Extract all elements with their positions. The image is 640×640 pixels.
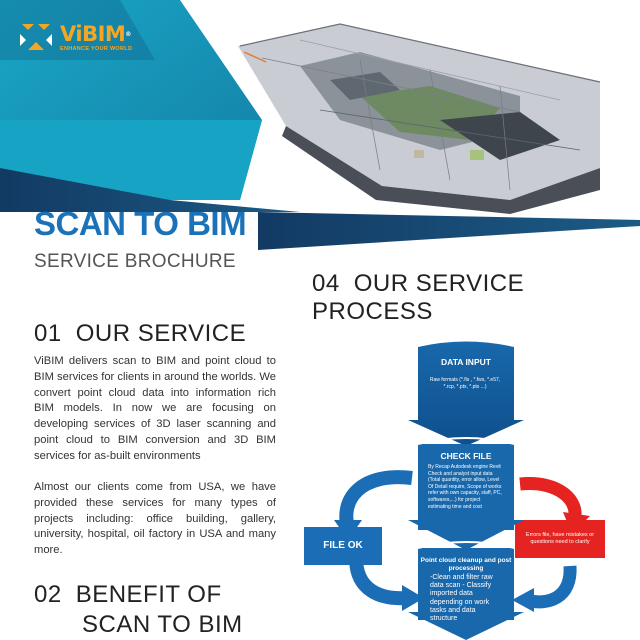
section-service-heading: 01 OUR SERVICE: [34, 320, 246, 348]
brand-wordmark: ViBIM® ENHANCE YOUR WORLD: [60, 21, 133, 53]
point-cloud-building-image: [238, 23, 601, 214]
page-title: SCAN TO BIM: [34, 205, 247, 242]
loop-arrow-bottom-left: [349, 557, 409, 606]
navy-band: [0, 168, 300, 212]
navy-band-right: [258, 212, 640, 250]
errors-label: Errors file, have mistakes or questions …: [525, 532, 595, 545]
cleanup-arrowhead: [408, 612, 524, 640]
section-number: 04: [312, 270, 340, 297]
section-title: OUR SERVICE PROCESS: [312, 270, 525, 325]
page-subtitle: SERVICE BROCHURE: [34, 251, 236, 272]
process-main-arrow: [408, 341, 524, 446]
section-title-line1: BENEFIT OF: [75, 581, 222, 608]
loop-arrowhead-bottom-left: [402, 585, 424, 611]
file-ok-label: FILE OK: [323, 540, 363, 551]
check-file-block: [418, 444, 514, 530]
brand-name: ViBIM®: [60, 21, 131, 46]
section-number: 01: [34, 320, 62, 347]
section-title: OUR SERVICE: [75, 320, 247, 347]
service-paragraph-1: ViBIM delivers scan to BIM and point clo…: [34, 355, 276, 462]
loop-arrowhead-bottom-right: [512, 588, 534, 612]
errors-box: [515, 520, 605, 558]
brand-logo: ViBIM® ENHANCE YOUR WORLD: [16, 20, 132, 56]
check-file-title: CHECK FILE: [440, 451, 492, 461]
service-paragraph-2: Almost our clients come from USA, we hav…: [34, 481, 276, 557]
file-ok-box: [304, 527, 382, 565]
section-title-line2: SCAN TO BIM: [82, 611, 243, 638]
loop-arrow-left: [339, 470, 413, 530]
check-file-text: By Recap Autodesk engine Revit Check and…: [428, 464, 502, 510]
cleanup-text: -Clean and filter raw data scan - Classi…: [430, 574, 493, 623]
cleanup-block: [418, 548, 514, 620]
cleanup-title: Point cloud cleanup and post processing: [420, 557, 512, 572]
data-input-text: Raw formats (*.fls , *.fws, *.e57, *.rcp…: [429, 377, 501, 390]
section-benefit-heading: 02 BENEFIT OF SCAN TO BIM: [34, 580, 243, 640]
data-input-title: DATA INPUT: [441, 357, 491, 367]
vibim-logo-icon: [20, 24, 52, 50]
check-file-arrowhead: [408, 520, 524, 550]
brand-slogan: ENHANCE YOUR WORLD: [60, 45, 133, 52]
header-light-shape: [0, 120, 262, 200]
section-number: 02: [34, 581, 62, 608]
